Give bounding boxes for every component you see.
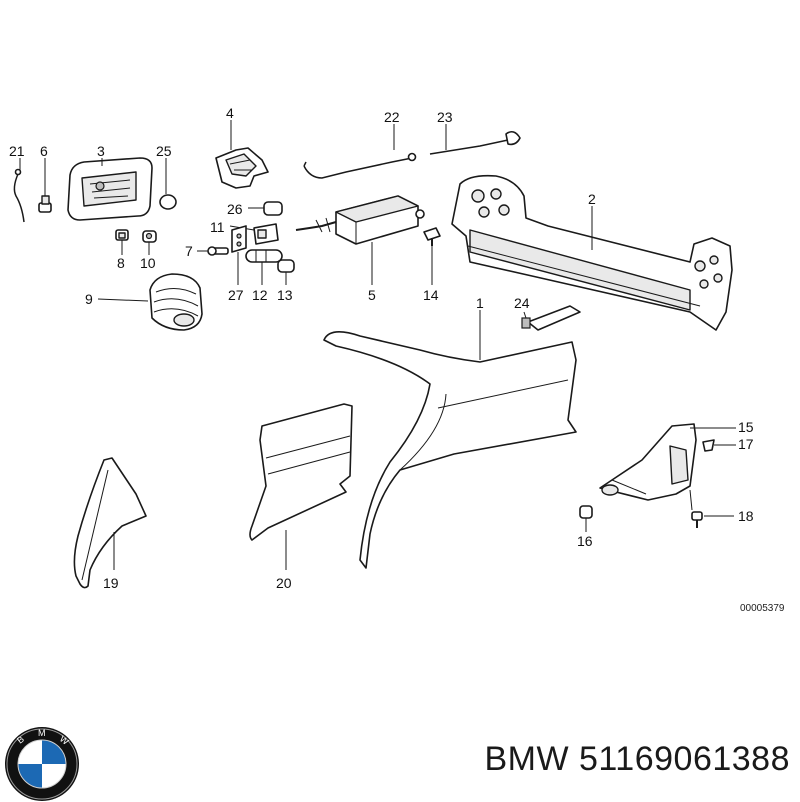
brand-part-number: BMW 51169061388	[484, 740, 790, 779]
callout-9: 9	[85, 291, 93, 307]
part-18-screw	[689, 489, 734, 528]
part-20-sill-panel	[249, 403, 353, 570]
part-26-plug	[248, 201, 283, 216]
part-number: 51169061388	[579, 740, 790, 778]
callout-19: 19	[103, 575, 119, 591]
part-19-wheel-arch	[73, 457, 147, 589]
svg-text:B: B	[15, 734, 26, 746]
part-2-rear-panel	[451, 174, 733, 331]
part-17-clip	[702, 439, 736, 452]
callout-15: 15	[738, 419, 754, 435]
part-5-actuator	[295, 195, 425, 285]
callout-22: 22	[384, 109, 400, 125]
brand-name: BMW	[484, 740, 570, 778]
part-21-wire	[13, 158, 25, 223]
part-16-nut	[579, 505, 593, 532]
callout-5: 5	[368, 287, 376, 303]
callout-7: 7	[185, 243, 193, 259]
reference-code: 00005379	[740, 603, 785, 614]
part-3-flap-housing	[67, 157, 153, 221]
callout-10: 10	[140, 255, 156, 271]
callout-4: 4	[226, 105, 234, 121]
callout-26: 26	[227, 201, 243, 217]
bmw-roundel-icon: B M W	[5, 727, 79, 801]
callout-27: 27	[228, 287, 244, 303]
part-25-rubber-bump	[159, 158, 177, 210]
callout-14: 14	[423, 287, 439, 303]
callout-8: 8	[117, 255, 125, 271]
part-4-bracket	[215, 120, 269, 189]
svg-text:M: M	[38, 728, 46, 738]
callout-18: 18	[738, 508, 754, 524]
part-27-hinge-plate	[231, 225, 247, 285]
callout-20: 20	[276, 575, 292, 591]
part-22-cable	[303, 124, 417, 179]
part-9-rubber-boot	[97, 273, 203, 331]
callout-25: 25	[156, 143, 172, 159]
part-12-sleeve	[245, 249, 283, 285]
callout-12: 12	[252, 287, 268, 303]
part-10-nut	[142, 230, 157, 255]
callout-3: 3	[97, 143, 105, 159]
part-1-side-panel	[323, 310, 577, 569]
part-13-grommet	[277, 259, 295, 285]
callout-1: 1	[476, 295, 484, 311]
part-15-bracket	[599, 423, 736, 501]
callout-17: 17	[738, 436, 754, 452]
callout-2: 2	[588, 191, 596, 207]
part-8-nut	[115, 229, 129, 255]
part-23-cable-end	[429, 124, 521, 155]
part-14-screw	[423, 227, 441, 285]
part-24-bracket-strip	[521, 305, 581, 331]
callout-16: 16	[577, 533, 593, 549]
callout-11: 11	[210, 219, 225, 235]
callout-6: 6	[40, 143, 48, 159]
part-7-screw	[197, 246, 229, 256]
callout-13: 13	[277, 287, 293, 303]
callout-24: 24	[514, 295, 530, 311]
part-6-bolt	[38, 158, 52, 213]
callout-21: 21	[9, 143, 25, 159]
callout-23: 23	[437, 109, 453, 125]
